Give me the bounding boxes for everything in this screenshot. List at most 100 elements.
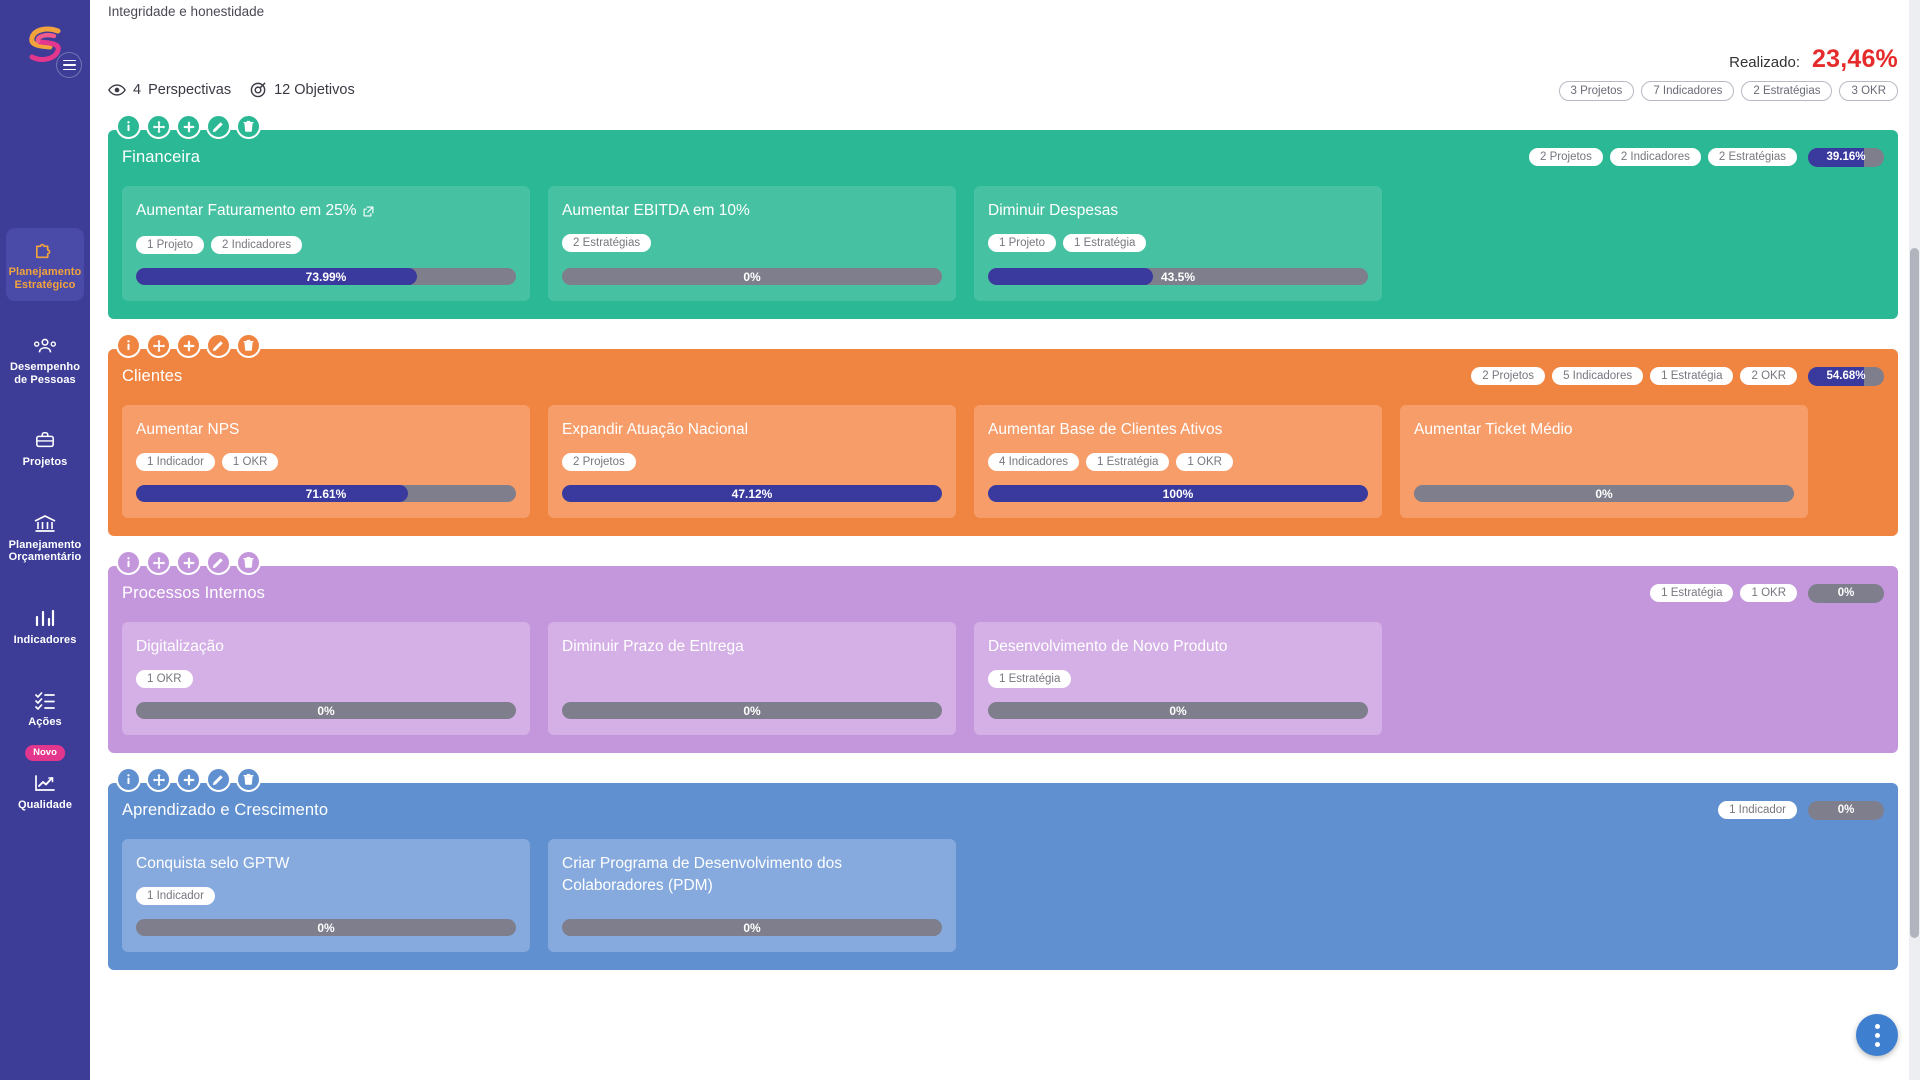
objective-badge[interactable]: 1 Estratégia: [988, 670, 1072, 688]
progress-label: 100%: [1162, 486, 1194, 501]
perspective-progress: 0%: [1808, 583, 1884, 603]
objective-card[interactable]: Aumentar Faturamento em 25% 1 Projeto 2 In…: [122, 186, 530, 301]
edit-icon[interactable]: [206, 767, 231, 792]
objective-badge[interactable]: 1 Estratégia: [1086, 453, 1170, 471]
objective-progress-bar: 0%: [562, 919, 942, 936]
perspective-badge[interactable]: 1 Estratégia: [1650, 584, 1734, 602]
objective-badge[interactable]: 2 Projetos: [562, 453, 636, 471]
progress-label: 0%: [1595, 486, 1613, 501]
add-icon[interactable]: [176, 550, 201, 575]
perspective-badge[interactable]: 2 Indicadores: [1609, 148, 1701, 166]
bank-icon: [8, 512, 82, 534]
objective-badge[interactable]: 4 Indicadores: [988, 453, 1080, 471]
perspective-badge[interactable]: 2 Projetos: [1529, 148, 1603, 166]
more-options-fab[interactable]: [1856, 1014, 1898, 1056]
objective-badge[interactable]: 1 OKR: [136, 670, 193, 688]
perspective-actions: [108, 333, 1898, 358]
delete-icon[interactable]: [236, 550, 261, 575]
objective-title-row: Aumentar EBITDA em 10%: [562, 200, 942, 222]
perspective-aprendizado-e-crescimento: Aprendizado e Crescimento 1 Indicador 0% Co…: [108, 767, 1898, 970]
objective-title-row: Aumentar Faturamento em 25%: [136, 200, 516, 224]
objective-title: Diminuir Despesas: [988, 202, 1119, 219]
perspective-actions: [108, 114, 1898, 139]
info-icon[interactable]: [116, 333, 141, 358]
puzzle-icon: [8, 239, 82, 261]
move-icon[interactable]: [146, 333, 171, 358]
top-badge[interactable]: 3 Projetos: [1558, 81, 1635, 101]
info-icon[interactable]: [116, 767, 141, 792]
progress-label: 0%: [1837, 804, 1855, 816]
perspective-badge[interactable]: 1 Estratégia: [1650, 367, 1734, 385]
add-icon[interactable]: [176, 333, 201, 358]
objective-card[interactable]: Aumentar EBITDA em 10% 2 Estratégias 0%: [548, 186, 956, 301]
objective-badge[interactable]: 1 Projeto: [988, 234, 1057, 252]
delete-icon[interactable]: [236, 767, 261, 792]
move-icon[interactable]: [146, 767, 171, 792]
objective-title-row: Aumentar Base de Clientes Ativos: [988, 419, 1368, 441]
sidebar-item-indicadores[interactable]: Indicadores: [6, 596, 84, 657]
top-badge[interactable]: 2 Estratégias: [1741, 81, 1833, 101]
objective-card[interactable]: Aumentar Base de Clientes Ativos 4 Indica…: [974, 405, 1382, 518]
sidebar-item-acoes[interactable]: Ações: [6, 678, 84, 739]
sidebar-item-projetos[interactable]: Projetos: [6, 418, 84, 479]
sidebar-item-planejamento-estrategico[interactable]: Planejamento Estratégico: [6, 228, 84, 301]
sidebar-item-label: Projetos: [22, 456, 68, 468]
objective-badge[interactable]: 2 Estratégias: [562, 234, 652, 252]
edit-icon[interactable]: [206, 550, 231, 575]
objective-card[interactable]: Criar Programa de Desenvolvimento dos Co…: [548, 839, 956, 952]
objective-badge[interactable]: 1 OKR: [1176, 453, 1233, 471]
perspective-badge[interactable]: 5 Indicadores: [1552, 367, 1644, 385]
objective-title-row: Expandir Atuação Nacional: [562, 419, 942, 441]
info-icon[interactable]: [116, 550, 141, 575]
perspective-title: Aprendizado e Crescimento: [122, 800, 329, 819]
move-icon[interactable]: [146, 114, 171, 139]
perspective-badge[interactable]: 2 Estratégias: [1707, 148, 1797, 166]
objective-badge[interactable]: 2 Indicadores: [211, 236, 303, 254]
perspective-badge[interactable]: 1 OKR: [1740, 584, 1797, 602]
vertical-scrollbar[interactable]: [1909, 0, 1920, 1080]
delete-icon[interactable]: [236, 333, 261, 358]
hamburger-icon[interactable]: [56, 52, 82, 78]
objective-badge[interactable]: 1 OKR: [221, 453, 279, 471]
objective-title: Aumentar EBITDA em 10%: [562, 202, 750, 219]
info-icon[interactable]: [116, 114, 141, 139]
edit-icon[interactable]: [206, 333, 231, 358]
perspective-badge[interactable]: 1 Indicador: [1718, 801, 1797, 819]
add-icon[interactable]: [176, 114, 201, 139]
objectives-label: 12 Objetivos: [274, 81, 355, 98]
progress-label: 0%: [743, 269, 761, 284]
delete-icon[interactable]: [236, 114, 261, 139]
perspectives-number: 4: [133, 81, 142, 98]
progress-label: 0%: [1837, 587, 1855, 599]
perspective-badge[interactable]: 2 OKR: [1740, 367, 1797, 385]
scrollbar-thumb[interactable]: [1910, 248, 1919, 938]
top-badge[interactable]: 3 OKR: [1839, 81, 1898, 101]
move-icon[interactable]: [146, 550, 171, 575]
sidebar-item-planejamento-orcamentario[interactable]: Planejamento Orçamentário: [6, 501, 84, 574]
progress-label: 0%: [317, 703, 335, 718]
objective-badge[interactable]: 1 Estratégia: [1063, 234, 1147, 252]
edit-icon[interactable]: [206, 114, 231, 139]
objective-badge[interactable]: 1 Indicador: [136, 453, 215, 471]
perspective-badge[interactable]: 2 Projetos: [1471, 367, 1546, 385]
top-badge-row: 3 Projetos 7 Indicadores 2 Estratégias 3…: [90, 81, 1920, 101]
top-badge[interactable]: 7 Indicadores: [1641, 81, 1735, 101]
sidebar-item-qualidade[interactable]: Novo Qualidade: [6, 744, 84, 822]
objective-badge[interactable]: 1 Indicador: [136, 887, 215, 905]
app-logo[interactable]: [0, 16, 90, 78]
objective-badge[interactable]: 1 Projeto: [136, 236, 205, 254]
external-link-icon[interactable]: [363, 202, 374, 224]
realizado-summary: Realizado: 23,46%: [90, 45, 1920, 74]
eye-icon: [108, 83, 126, 96]
sidebar-item-desempenho-de-pessoas[interactable]: Desempenho de Pessoas: [6, 323, 84, 396]
add-icon[interactable]: [176, 767, 201, 792]
